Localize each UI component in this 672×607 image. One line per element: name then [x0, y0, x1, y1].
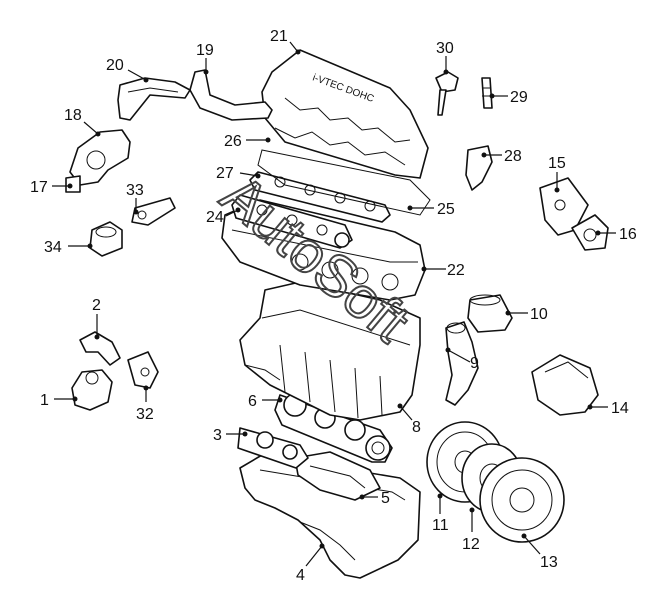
callout-30: 30 [436, 40, 454, 57]
starter-motor [531, 354, 599, 416]
callout-13: 13 [540, 554, 558, 571]
breather-hose [117, 69, 273, 121]
mount-16 [571, 214, 609, 251]
callout-21: 21 [270, 28, 288, 45]
callout-16: 16 [619, 226, 637, 243]
cylinder-block [239, 281, 421, 421]
callout-20: 20 [106, 57, 124, 74]
callout-12: 12 [462, 536, 480, 553]
callout-34: 34 [44, 239, 62, 256]
callout-10: 10 [530, 306, 548, 323]
callout-22: 22 [447, 262, 465, 279]
callout-28: 28 [504, 148, 522, 165]
callout-9: 9 [470, 355, 479, 372]
callout-27: 27 [216, 165, 234, 182]
callout-18: 18 [64, 107, 82, 124]
bracket-2 [79, 331, 121, 366]
oil-filter [467, 294, 513, 333]
callout-17: 17 [30, 179, 48, 196]
callout-1: 1 [40, 392, 49, 409]
spark-plug [481, 77, 493, 109]
callout-33: 33 [126, 182, 144, 199]
sensor-28 [465, 145, 493, 191]
bracket-32 [127, 351, 159, 389]
engine-mount-34 [89, 221, 123, 257]
bracket-33 [131, 197, 176, 226]
callouts: 1 2 3 4 5 6 8 9 10 11 12 13 14 [30, 28, 637, 584]
engine-mount-1 [71, 369, 113, 411]
callout-32: 32 [136, 406, 154, 423]
callout-26: 26 [224, 133, 242, 150]
callout-2: 2 [92, 297, 101, 314]
callout-15: 15 [548, 155, 566, 172]
cylinder-head-cover: i-VTEC DOHC [261, 49, 429, 179]
callout-14: 14 [611, 400, 629, 417]
callout-3: 3 [213, 427, 222, 444]
pressure-plate [479, 457, 565, 543]
callout-4: 4 [296, 567, 305, 584]
balance-shaft [237, 427, 309, 469]
camshaft-lower [231, 194, 353, 249]
iac-valve [65, 129, 131, 193]
callout-11: 11 [432, 517, 449, 534]
callout-25: 25 [437, 201, 455, 218]
oil-strainer [294, 451, 381, 501]
head-cover-gasket [257, 149, 431, 216]
callout-6: 6 [248, 393, 257, 410]
ignition-coil [435, 71, 459, 116]
callout-29: 29 [510, 89, 528, 106]
callout-24: 24 [206, 209, 224, 226]
callout-8: 8 [412, 419, 421, 436]
thermostat-housing [445, 321, 479, 406]
callout-5: 5 [381, 490, 390, 507]
callout-19: 19 [196, 42, 214, 59]
